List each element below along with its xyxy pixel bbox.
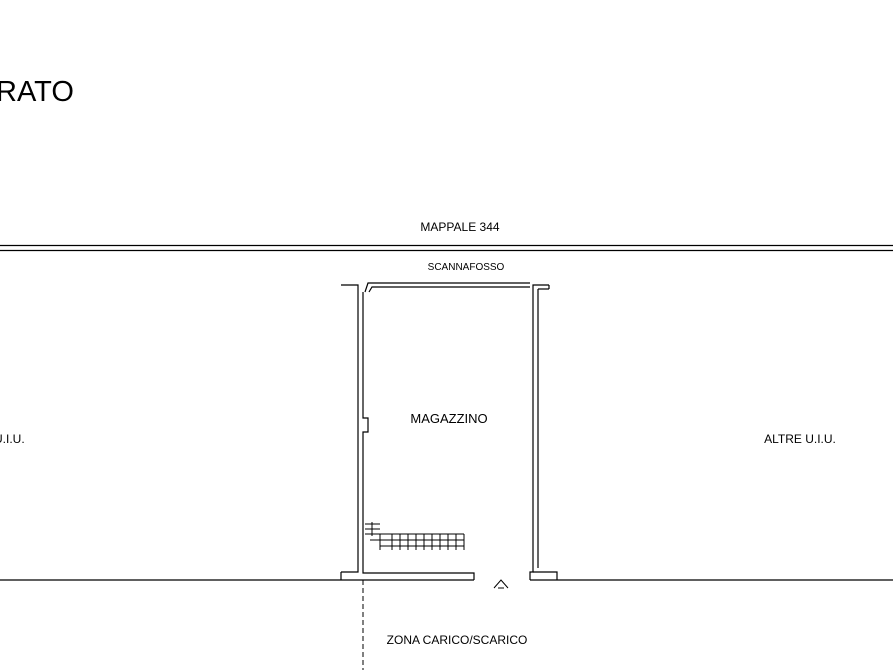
scannafosso-label: SCANNAFOSSO: [428, 262, 505, 273]
magazzino-walls: [341, 284, 558, 580]
altre-uiu-left-label: U.I.U.: [0, 432, 25, 446]
altre-uiu-right-label: ALTRE U.I.U.: [764, 432, 836, 446]
magazzino-label: MAGAZZINO: [410, 411, 487, 426]
entrance-arrow-icon: [493, 579, 509, 589]
stair-symbol: [365, 522, 465, 550]
mappale-boundary: [0, 244, 893, 252]
front-edge: [0, 572, 893, 581]
scannafosso-wall: [364, 282, 530, 293]
mappale-label: MAPPALE 344: [420, 220, 499, 234]
zona-carico-label: ZONA CARICO/SCARICO: [387, 633, 528, 647]
plan-title: RATO: [0, 76, 74, 108]
